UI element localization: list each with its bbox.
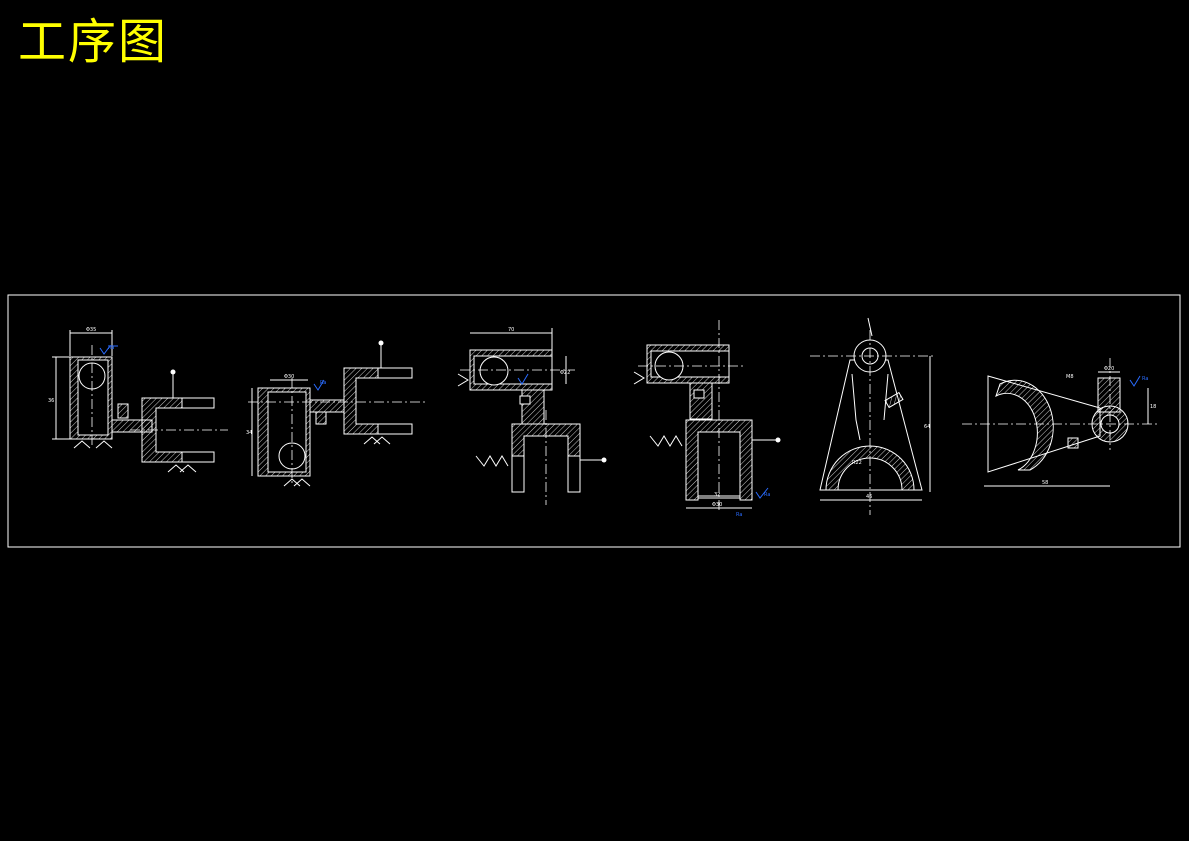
svg-text:34: 34 — [246, 430, 252, 436]
svg-text:Φ35: Φ35 — [86, 327, 96, 333]
svg-text:Ra: Ra — [1142, 376, 1148, 382]
svg-text:32: 32 — [714, 492, 720, 498]
svg-text:M8: M8 — [1066, 374, 1074, 380]
svg-text:70: 70 — [508, 327, 514, 333]
svg-text:Φ20: Φ20 — [1104, 366, 1114, 372]
process-view-3: 70 Φ22 — [457, 327, 607, 505]
svg-text:46: 46 — [866, 494, 872, 500]
svg-text:18: 18 — [1150, 404, 1156, 410]
svg-text:Ra: Ra — [736, 512, 742, 518]
process-view-4: Φ30 32 Ra Ra — [633, 320, 781, 518]
svg-text:Φ30: Φ30 — [284, 374, 294, 380]
process-view-5: 64 46 R22 — [810, 317, 936, 515]
svg-text:Φ30: Φ30 — [712, 502, 722, 508]
svg-text:64: 64 — [924, 424, 930, 430]
svg-text:36: 36 — [48, 398, 54, 404]
process-view-1: Φ35 36 Ra — [48, 327, 228, 473]
svg-text:R22: R22 — [852, 460, 862, 466]
svg-text:Ra: Ra — [764, 492, 770, 498]
svg-text:Ra: Ra — [108, 345, 114, 351]
process-view-2: Φ30 34 Ra — [246, 340, 428, 487]
process-view-6: 58 Φ20 M8 18 Ra — [962, 358, 1160, 487]
svg-text:58: 58 — [1042, 480, 1048, 486]
drawing-title: 工序图 — [18, 14, 169, 70]
view-frame — [7, 294, 1181, 548]
svg-text:Ra: Ra — [320, 380, 326, 386]
svg-text:Φ22: Φ22 — [560, 370, 570, 376]
